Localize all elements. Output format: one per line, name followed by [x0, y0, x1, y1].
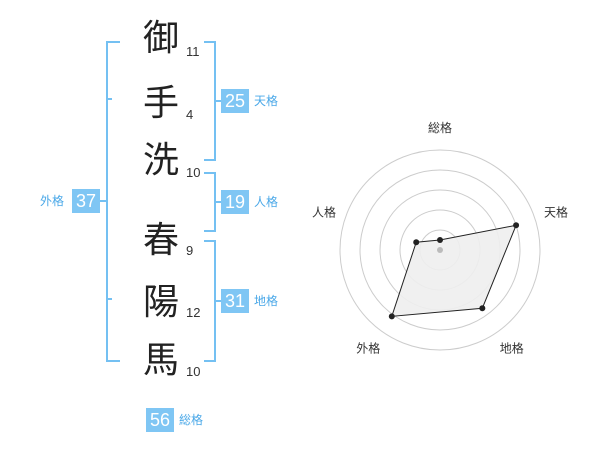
radar-grid-ring	[339, 149, 541, 351]
kanji-char-5: 陽	[142, 282, 179, 323]
bracket-connector	[214, 201, 222, 203]
radar-axis-label-2: 天格	[544, 204, 568, 219]
radar-point-3	[479, 305, 486, 312]
gaikaku-bracket	[106, 41, 120, 362]
bracket-connector	[214, 100, 222, 102]
stroke-count-2: 4	[186, 107, 194, 122]
radar-axis-label-3: 地格	[500, 341, 524, 356]
stroke-count-5: 12	[186, 305, 201, 320]
jinkaku-score: 19	[221, 190, 249, 214]
gaikaku-score: 37	[72, 189, 100, 213]
radar-point-1	[437, 237, 443, 243]
tenkaku-score: 25	[221, 89, 249, 113]
radar-point-2	[513, 222, 520, 229]
kanji-char-2: 手	[142, 83, 179, 124]
stroke-count-6: 10	[186, 364, 201, 379]
radar-shape	[388, 222, 520, 320]
chikaku-score: 31	[221, 289, 249, 313]
bracket-tick	[106, 298, 112, 300]
bracket-connector	[100, 200, 108, 202]
jinkaku-label: 人格	[254, 195, 279, 209]
bracket-tick	[106, 98, 112, 100]
soukaku-label: 総格	[179, 413, 204, 427]
kanji-char-4: 春	[142, 220, 179, 261]
radar-polygon	[391, 224, 517, 317]
bracket-connector	[214, 300, 222, 302]
radar-point-4	[388, 313, 395, 320]
chikaku-label: 地格	[254, 294, 279, 308]
radar-center	[437, 247, 443, 253]
stroke-count-3: 10	[186, 165, 201, 180]
kanji-char-3: 洗	[142, 140, 179, 181]
tenkaku-label: 天格	[254, 94, 279, 108]
kanji-char-6: 馬	[142, 340, 179, 381]
soukaku-score: 56	[146, 408, 174, 432]
radar-axis-label-1: 総格	[428, 120, 452, 135]
stroke-count-1: 11	[186, 44, 200, 59]
radar-point-5	[413, 239, 420, 246]
kanji-char-1: 御	[142, 18, 179, 59]
stroke-count-4: 9	[186, 243, 194, 258]
radar-axis-label-4: 外格	[356, 341, 380, 356]
gaikaku-label: 外格	[40, 194, 65, 208]
radar-axis-label-5: 人格	[312, 204, 336, 219]
radar-grid-ring	[359, 169, 521, 331]
